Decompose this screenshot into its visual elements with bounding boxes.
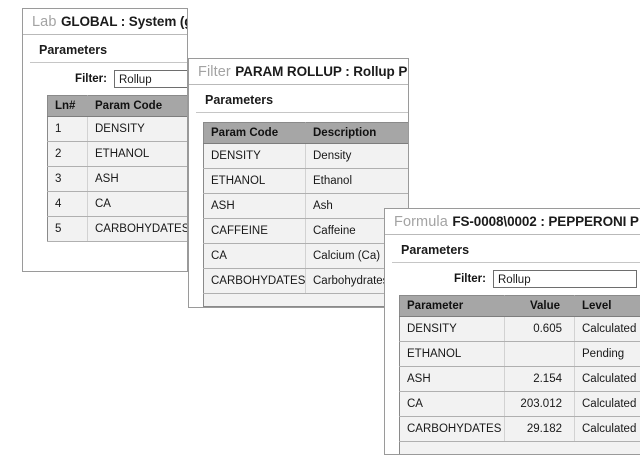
parameters-table: Parameter Value Level DENSITY 0.605 Calc…	[399, 295, 640, 442]
table-row[interactable]: CARBOHYDATES Carbohydrates	[203, 268, 408, 294]
cell-value: 203.012	[504, 391, 575, 417]
cell-parameter: CA	[399, 391, 505, 417]
table-header-row: Param Code Description	[203, 122, 408, 144]
window-title-text: PARAM ROLLUP : Rollup P	[235, 64, 408, 79]
filter-input[interactable]: Rollup	[493, 270, 637, 288]
section-header-parameters: Parameters	[392, 235, 640, 263]
grid-footer	[399, 442, 640, 454]
cell-level: Pending	[574, 341, 640, 367]
parameters-table: Param Code Description DENSITY Density E…	[203, 122, 408, 294]
window-titlebar-lab[interactable]: Lab GLOBAL : System (global)	[23, 9, 187, 35]
table-header-row: Ln# Param Code	[47, 95, 187, 117]
column-header-param-code[interactable]: Param Code	[87, 95, 187, 117]
cell-value: 0.605	[504, 316, 575, 342]
window-titlebar-formula[interactable]: Formula FS-0008\0002 : PEPPERONI P	[385, 209, 640, 235]
cell-parameter: ASH	[399, 366, 505, 392]
filter-input[interactable]: Rollup	[114, 70, 187, 88]
window-filter[interactable]: Filter PARAM ROLLUP : Rollup P Parameter…	[188, 58, 409, 308]
cell-param-code: ASH	[203, 193, 306, 219]
column-header-ln[interactable]: Ln#	[47, 95, 88, 117]
window-formula[interactable]: Formula FS-0008\0002 : PEPPERONI P Param…	[384, 208, 640, 455]
cell-description: Density	[305, 143, 408, 169]
table-row[interactable]: ASH 2.154 Calculated	[399, 366, 640, 392]
cell-param-code: ETHANOL	[87, 141, 187, 167]
table-row[interactable]: 1 DENSITY	[47, 116, 187, 142]
cell-parameter: DENSITY	[399, 316, 505, 342]
window-title-text: FS-0008\0002 : PEPPERONI P	[452, 214, 639, 229]
cell-ln: 1	[47, 116, 88, 142]
cell-param-code: CA	[87, 191, 187, 217]
table-row[interactable]: DENSITY Density	[203, 143, 408, 169]
cell-level: Calculated	[574, 316, 640, 342]
spacer	[189, 113, 408, 122]
table-row[interactable]: 2 ETHANOL	[47, 141, 187, 167]
parameters-table: Ln# Param Code 1 DENSITY 2 ETHANOL 3	[47, 95, 187, 242]
cell-value: 2.154	[504, 366, 575, 392]
cell-level: Calculated	[574, 416, 640, 442]
cell-level: Calculated	[574, 366, 640, 392]
cell-param-code: CAFFEINE	[203, 218, 306, 244]
grid-wrapper: Param Code Description DENSITY Density E…	[189, 122, 408, 307]
column-header-value[interactable]: Value	[504, 295, 575, 317]
cell-param-code: CARBOHYDATES	[87, 216, 187, 242]
table-row[interactable]: ETHANOL Ethanol	[203, 168, 408, 194]
table-row[interactable]: 4 CA	[47, 191, 187, 217]
window-titlebar-filter[interactable]: Filter PARAM ROLLUP : Rollup P	[189, 59, 408, 85]
filter-label: Filter:	[454, 273, 486, 285]
table-row[interactable]: CA 203.012 Calculated	[399, 391, 640, 417]
grid-wrapper: Parameter Value Level DENSITY 0.605 Calc…	[385, 295, 640, 454]
cell-param-code: CA	[203, 243, 306, 269]
cell-param-code: ASH	[87, 166, 187, 192]
cell-level: Calculated	[574, 391, 640, 417]
table-row[interactable]: 3 ASH	[47, 166, 187, 192]
window-kind-label: Filter	[198, 64, 231, 80]
filter-row: Filter: Rollup	[23, 63, 187, 95]
window-title-text: GLOBAL : System (global)	[60, 14, 187, 29]
section-header-parameters: Parameters	[196, 85, 408, 113]
table-row[interactable]: 5 CARBOHYDATES	[47, 216, 187, 242]
grid-footer	[203, 294, 408, 307]
table-row[interactable]: CARBOHYDATES 29.182 Calculated	[399, 416, 640, 442]
table-row[interactable]: DENSITY 0.605 Calculated	[399, 316, 640, 342]
filter-label: Filter:	[75, 73, 107, 85]
window-kind-label: Lab	[32, 14, 57, 30]
column-header-parameter[interactable]: Parameter	[399, 295, 505, 317]
filter-row: Filter: Rollup	[385, 263, 640, 295]
cell-ln: 5	[47, 216, 88, 242]
cell-ln: 3	[47, 166, 88, 192]
cell-value	[504, 341, 575, 367]
cell-param-code: CARBOHYDATES	[203, 268, 306, 294]
table-header-row: Parameter Value Level	[399, 295, 640, 317]
column-header-param-code[interactable]: Param Code	[203, 122, 306, 144]
table-row[interactable]: CAFFEINE Caffeine	[203, 218, 408, 244]
cell-ln: 2	[47, 141, 88, 167]
cell-value: 29.182	[504, 416, 575, 442]
cell-ln: 4	[47, 191, 88, 217]
section-header-parameters: Parameters	[30, 35, 187, 63]
table-row[interactable]: ETHANOL Pending	[399, 341, 640, 367]
cell-param-code: DENSITY	[203, 143, 306, 169]
cell-parameter: CARBOHYDATES	[399, 416, 505, 442]
cell-description: Ethanol	[305, 168, 408, 194]
window-kind-label: Formula	[394, 214, 448, 230]
cell-parameter: ETHANOL	[399, 341, 505, 367]
table-row[interactable]: CA Calcium (Ca)	[203, 243, 408, 269]
cell-param-code: DENSITY	[87, 116, 187, 142]
column-header-description[interactable]: Description	[305, 122, 408, 144]
table-row[interactable]: ASH Ash	[203, 193, 408, 219]
column-header-level[interactable]: Level	[574, 295, 640, 317]
window-lab[interactable]: Lab GLOBAL : System (global) Parameters …	[22, 8, 188, 272]
cell-param-code: ETHANOL	[203, 168, 306, 194]
grid-wrapper: Ln# Param Code 1 DENSITY 2 ETHANOL 3	[23, 95, 187, 242]
